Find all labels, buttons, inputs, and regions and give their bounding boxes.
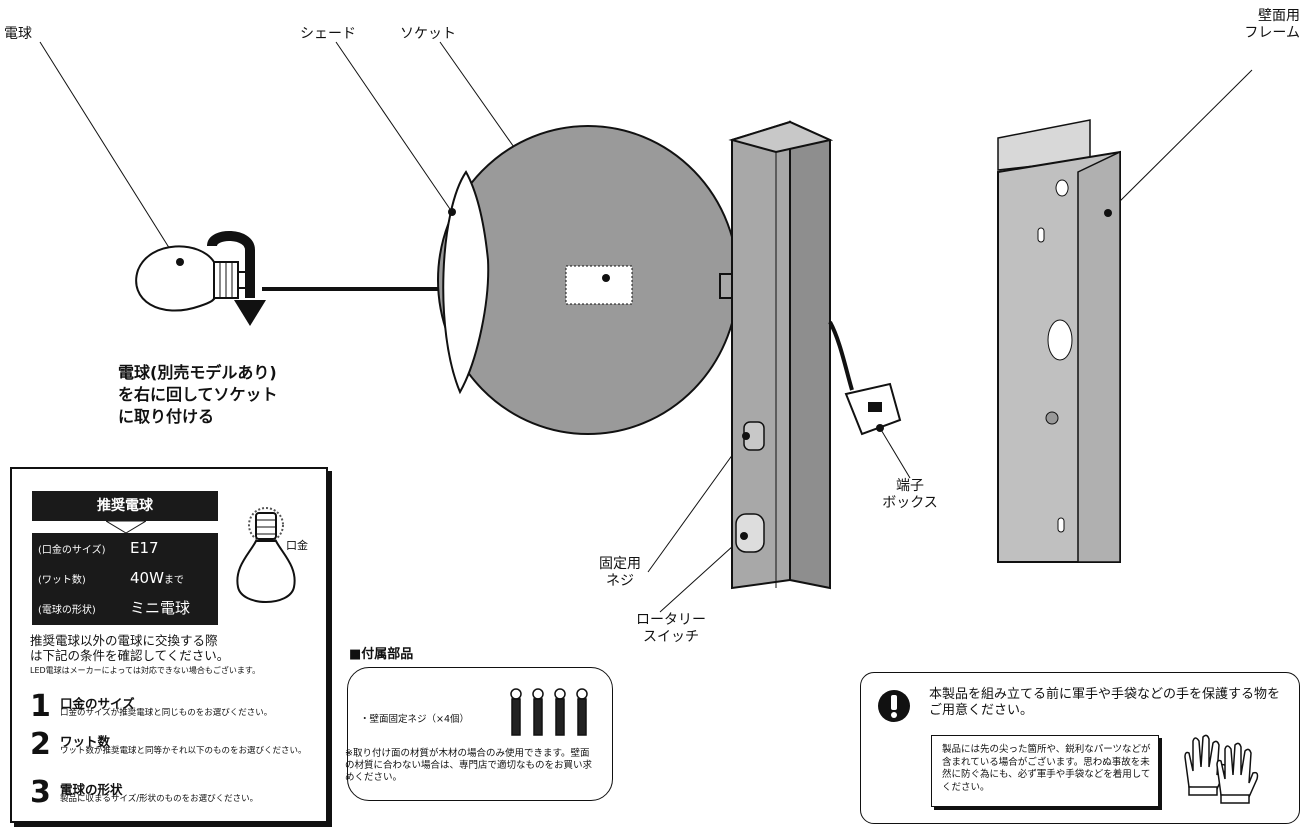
socket-label: ソケット [400, 26, 456, 42]
fix-screw-label: 固定用 ネジ [599, 556, 641, 589]
recommended-bulb-box: 推奨電球 (口金のサイズ)E17 (ワット数)40Wまで (電球の形状)ミニ電球… [10, 467, 328, 823]
wall-frame [997, 119, 1121, 563]
bulb-label: 電球 [4, 26, 32, 42]
screw-icon [510, 688, 588, 736]
terminal-box-label: 端子 ボックス [882, 478, 938, 511]
recommended-header: 推奨電球 [32, 491, 218, 521]
exclamation-icon [878, 690, 910, 722]
recommended-specs: (口金のサイズ)E17 (ワット数)40Wまで (電球の形状)ミニ電球 [32, 533, 218, 625]
accessories-note: ※取り付け面の材質が木材の場合のみ使用できます。壁面の材質に合わない場合は、専門… [345, 748, 593, 783]
bulb-graphic [135, 245, 249, 312]
rotate-arrow-icon [207, 230, 266, 326]
spec-row: (電球の形状)ミニ電球 [38, 599, 191, 617]
warning-text: 本製品を組み立てる前に軍手や手袋などの手を保護する物をご用意ください。 [929, 687, 1281, 718]
warning-box: 本製品を組み立てる前に軍手や手袋などの手を保護する物をご用意ください。 製品には… [860, 672, 1300, 824]
spec-row: (口金のサイズ)E17 [38, 539, 159, 557]
spec-row: (ワット数)40Wまで [38, 569, 184, 587]
header-arrow [106, 521, 146, 534]
wall-frame-label: 壁面用 フレーム [1244, 8, 1300, 41]
wall-screw-label: ・壁面固定ネジ（×4個） [360, 714, 470, 725]
accessories-box: ・壁面固定ネジ（×4個） ※取り付け面の材質が木材の場合のみ使用できます。壁面の… [345, 667, 613, 801]
bulb-icon [236, 507, 296, 603]
recommended-note: 推奨電球以外の電球に交換する際 は下記の条件を確認してください。 [30, 633, 230, 663]
shade-label: シェード [300, 26, 356, 42]
warning-inner-text: 製品には先の尖った箇所や、鋭利なパーツなどが含まれている場合がございます。思わぬ… [942, 744, 1151, 793]
install-instruction: 電球(別売モデルあり) を右に回してソケット に取り付ける [118, 363, 278, 426]
gloves-icon [1184, 734, 1259, 804]
rotary-switch-label: ロータリー スイッチ [636, 612, 706, 645]
fixture-panel [728, 120, 902, 590]
accessories-title: ■付属部品 [349, 647, 414, 662]
warning-inner-box: 製品には先の尖った箇所や、鋭利なパーツなどが含まれている場合がございます。思わぬ… [931, 735, 1159, 807]
shade-graphic [437, 125, 767, 435]
led-note: LED電球はメーカーによっては対応できない場合もございます。 [30, 666, 261, 675]
kuchigane-label: 口金 [286, 539, 308, 552]
